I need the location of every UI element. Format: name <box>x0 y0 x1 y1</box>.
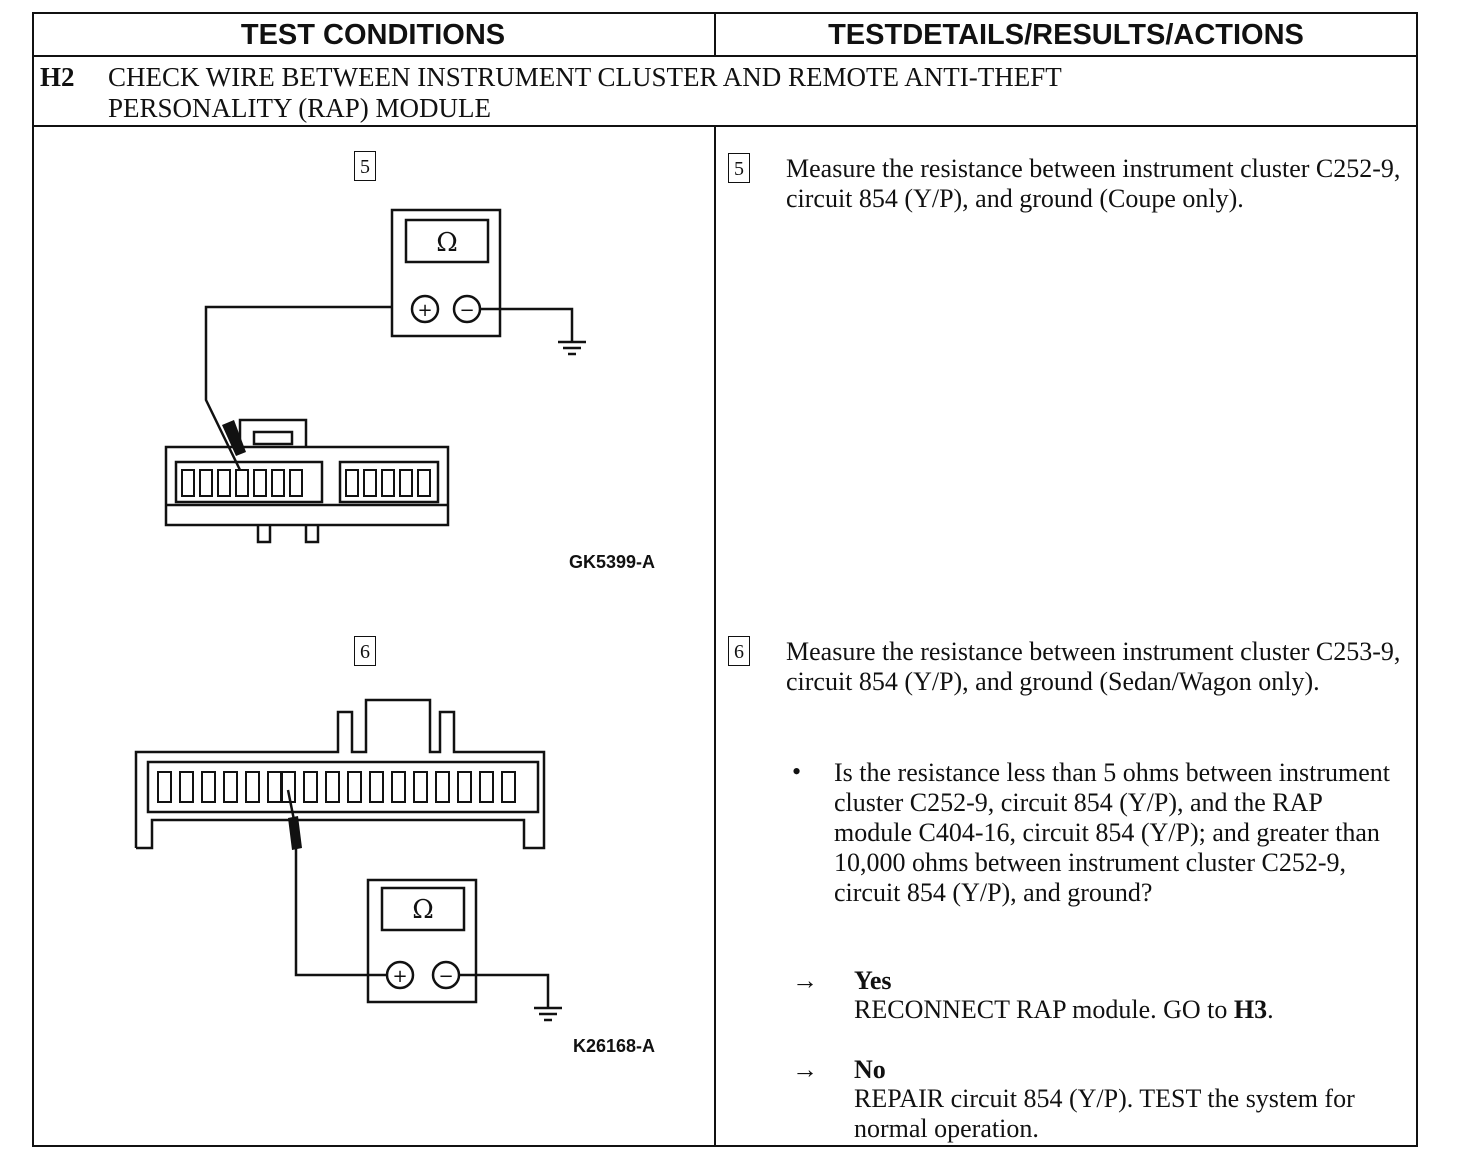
yes-label: Yes <box>854 966 892 995</box>
header-test-details: TESTDETAILS/RESULTS/ACTIONS <box>828 19 1304 51</box>
connector-5-body <box>164 445 450 527</box>
yes-action: RECONNECT RAP module. GO to H3. <box>854 995 1414 1025</box>
ohmmeter-6-plus-symbol: + <box>392 966 407 987</box>
ohmmeter-6-symbol: Ω <box>412 895 434 925</box>
body-column-divider <box>714 125 716 1146</box>
section-bottom-border <box>32 125 1418 127</box>
ohmmeter-5-plus-symbol: + <box>417 300 432 321</box>
figure-6-id: K26168-A <box>573 1036 656 1056</box>
ohmmeter-6-ground-lead <box>459 973 550 1008</box>
ohmmeter-5-plus-jack <box>410 294 440 324</box>
probe-5-tip <box>222 420 246 456</box>
connector-5-latch-slot <box>252 430 294 446</box>
yes-action-end: . <box>1267 995 1274 1024</box>
step-6-text: Measure the resistance between instrumen… <box>786 637 1401 696</box>
ohmmeter-6-minus-symbol: − <box>438 966 453 987</box>
section-id: H2 <box>40 62 75 92</box>
ohmmeter-5-symbol: Ω <box>436 228 458 258</box>
header-bottom-border <box>32 55 1418 57</box>
ohmmeter-5-body <box>390 208 502 338</box>
header-column-divider <box>714 12 716 57</box>
step-5-text: Measure the resistance between instrumen… <box>786 154 1401 213</box>
step-5-box: 5 <box>728 153 750 183</box>
connector-5-latch <box>238 418 308 447</box>
yes-action-text: RECONNECT RAP module. GO to <box>854 995 1234 1024</box>
ohmmeter-6-body <box>366 878 478 1004</box>
ohmmeter-5-ground-lead <box>480 307 574 342</box>
yes-arrow: → <box>792 966 818 995</box>
step-6-box: 6 <box>728 636 750 666</box>
table-bottom-border <box>32 1145 1418 1147</box>
question-text: Is the resistance less than 5 ohms betwe… <box>834 758 1390 907</box>
figure-6-step-box: 6 <box>354 636 376 666</box>
ohmmeter-5-display <box>404 218 490 264</box>
ohmmeter-6-plus-jack <box>385 960 415 990</box>
no-label: No <box>854 1055 886 1084</box>
connector-5-tab-left <box>256 525 272 544</box>
section-title: CHECK WIRE BETWEEN INSTRUMENT CLUSTER AN… <box>108 62 1062 123</box>
connector-5-tab-right <box>304 525 320 544</box>
ohmmeter-5-minus-symbol: − <box>459 300 474 321</box>
table-left-border <box>32 12 34 1147</box>
no-action: REPAIR circuit 854 (Y/P). TEST the syste… <box>854 1084 1355 1143</box>
header-test-conditions: TEST CONDITIONS <box>240 19 506 51</box>
connector-6-cavity-row <box>146 760 540 814</box>
figure-5-step-box: 5 <box>354 151 376 181</box>
yes-action-ref: H3 <box>1233 995 1268 1024</box>
question-bullet: • <box>792 757 802 786</box>
ohmmeter-6-display <box>380 886 466 932</box>
ohmmeter-5-test-lead <box>204 305 392 471</box>
figure-5-id: GK5399-A <box>569 552 656 572</box>
table-right-border <box>1416 12 1418 1147</box>
ohmmeter-6-test-lead <box>286 789 386 977</box>
connector-5-cavity-group-a <box>174 460 324 504</box>
probe-6-tip <box>288 816 302 850</box>
connector-5-cavity-group-b <box>338 460 440 504</box>
no-arrow: → <box>792 1055 818 1084</box>
table-top-border <box>32 12 1418 14</box>
connector-6-body <box>134 698 546 850</box>
